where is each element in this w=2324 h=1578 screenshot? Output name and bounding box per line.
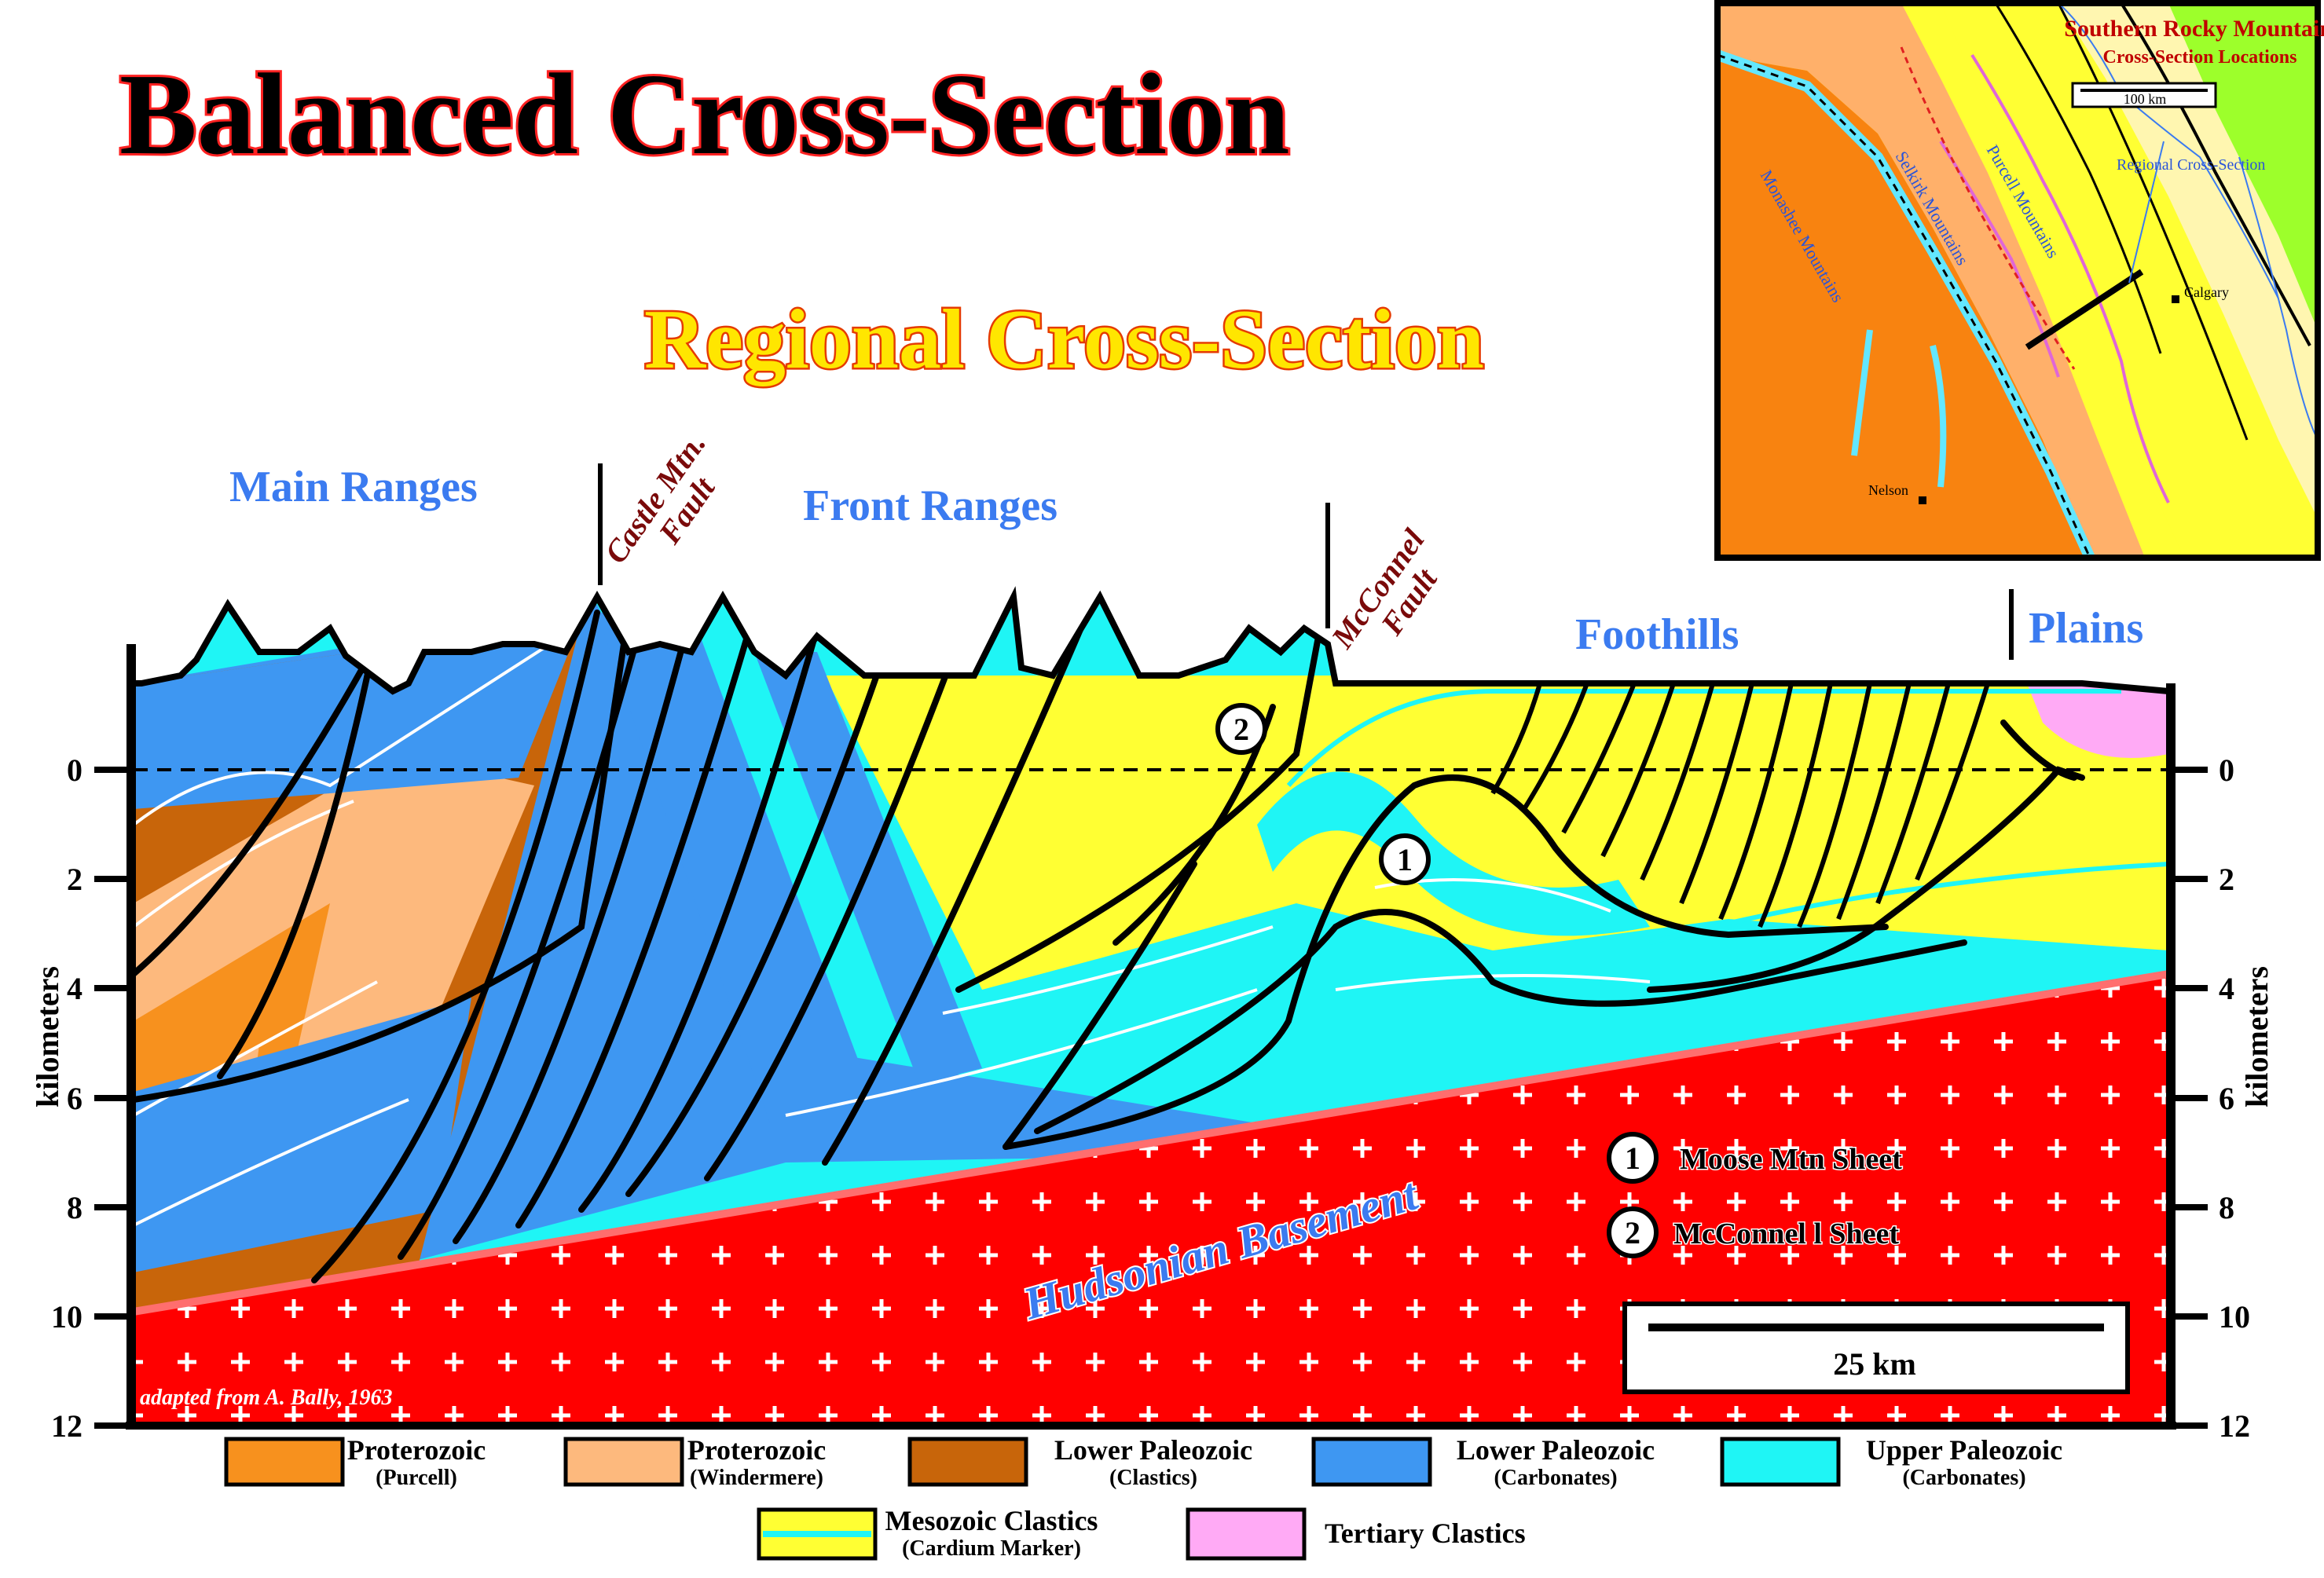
sheet-key: 1 Moose Mtn Sheet 2 McConnel l Sheet [1607,1132,1904,1258]
svg-text:2: 2 [1625,1215,1640,1250]
svg-text:(Cardium Marker): (Cardium Marker) [902,1536,1081,1561]
left-ticks [94,767,135,1429]
front-ranges-label: Front Ranges [803,481,1058,530]
left-axis-label: kilometers [30,966,65,1108]
svg-text:12: 12 [2219,1408,2250,1444]
svg-text:Proterozoic: Proterozoic [347,1434,486,1466]
svg-text:1: 1 [1625,1140,1640,1176]
svg-text:(Carbonates): (Carbonates) [1902,1466,2025,1490]
svg-text:10: 10 [2219,1299,2250,1335]
svg-text:Tertiary Clastics: Tertiary Clastics [1325,1518,1526,1549]
svg-text:Proterozoic: Proterozoic [687,1434,827,1466]
svg-text:Lower Paleozoic: Lower Paleozoic [1054,1434,1252,1466]
svg-text:8: 8 [67,1190,82,1225]
svg-text:4: 4 [67,971,82,1006]
inset-nelson: Nelson [1868,482,1908,498]
svg-text:(Clastics): (Clastics) [1109,1466,1197,1490]
svg-text:Upper Paleozoic: Upper Paleozoic [1866,1434,2062,1466]
inset-regional-label: Regional Cross-Section [2117,156,2265,174]
legend-item-mesozoic-clastics: Mesozoic Clastics (Cardium Marker) [757,1505,1098,1561]
main-title: Balanced Cross-Section [119,50,1290,179]
legend: Proterozoic (Purcell) Proterozoic (Winde… [224,1434,2062,1561]
inset-title: Southern Rocky Mountains [2064,16,2324,42]
inset-map: Southern Rocky Mountains Cross-Section L… [1714,0,2324,561]
legend-item-windermere: Proterozoic (Windermere) [563,1434,827,1490]
svg-text:6: 6 [2219,1081,2234,1116]
sheet-marker-2: 2 [1215,703,1267,755]
inset-scale: 100 km [2124,91,2167,107]
main-ranges-label: Main Ranges [229,463,478,511]
sheet-marker-1: 1 [1379,833,1431,885]
right-tick-labels: 0 2 4 6 8 10 12 [2219,752,2250,1444]
svg-text:4: 4 [2219,971,2234,1006]
subtitle: Regional Cross-Section [644,293,1484,386]
svg-text:2: 2 [67,862,82,897]
svg-text:12: 12 [51,1408,82,1444]
svg-text:6: 6 [67,1081,82,1116]
topography-line [134,586,2169,695]
credit-text: adapted from A. Bally, 1963 [140,1386,392,1410]
svg-text:8: 8 [2219,1190,2234,1225]
svg-text:2: 2 [1233,712,1249,747]
legend-item-upper-paleozoic-carbonates: Upper Paleozoic (Carbonates) [1720,1434,2062,1490]
svg-text:(Purcell): (Purcell) [376,1466,457,1490]
sheet-2-label: McConnel l Sheet [1673,1217,1899,1250]
svg-text:2: 2 [2219,862,2234,897]
svg-text:(Carbonates): (Carbonates) [1494,1466,1617,1490]
plains-label: Plains [2029,604,2143,653]
svg-text:Mesozoic Clastics: Mesozoic Clastics [885,1505,1098,1536]
sheet-1-label: Moose Mtn Sheet [1680,1143,1902,1176]
legend-item-tertiary-clastics: Tertiary Clastics [1186,1507,1526,1561]
svg-text:0: 0 [67,752,82,788]
svg-text:10: 10 [51,1299,82,1335]
svg-text:0: 0 [2219,752,2234,788]
svg-text:25 km: 25 km [1833,1346,1916,1382]
inset-calgary: Calgary [2184,284,2229,300]
inset-subtitle: Cross-Section Locations [2103,47,2297,68]
svg-text:Lower Paleozoic: Lower Paleozoic [1457,1434,1655,1466]
scale-bar: 25 km [1622,1302,2130,1394]
legend-item-lower-paleozoic-carbonates: Lower Paleozoic (Carbonates) [1311,1434,1655,1490]
right-axis-label: kilometers [2239,966,2275,1108]
legend-item-purcell: Proterozoic (Purcell) [224,1434,486,1490]
right-ticks [2167,767,2208,1429]
legend-item-lower-paleozoic-clastics: Lower Paleozoic (Clastics) [907,1434,1252,1490]
foothills-label: Foothills [1575,610,1739,659]
svg-text:(Windermere): (Windermere) [690,1466,823,1490]
left-tick-labels: 0 2 4 6 8 10 12 [51,752,82,1444]
svg-text:1: 1 [1397,842,1413,877]
